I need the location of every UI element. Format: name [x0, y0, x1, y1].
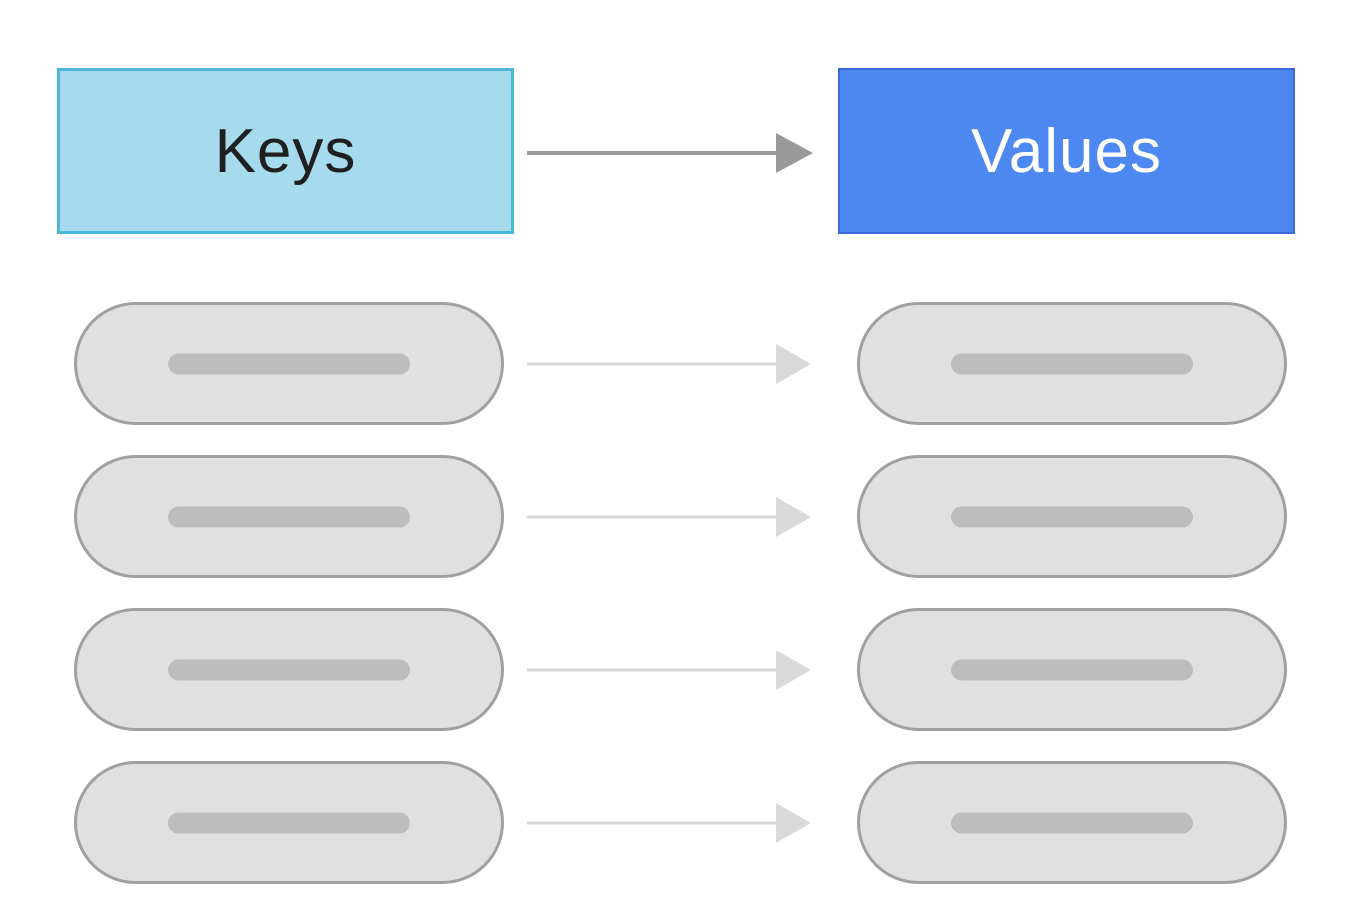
key-placeholder-bar: [168, 659, 410, 680]
value-pill: [857, 761, 1287, 884]
key-placeholder-bar: [168, 353, 410, 374]
keys-label: Keys: [214, 116, 357, 186]
values-box: Values: [838, 68, 1295, 234]
key-pill: [74, 761, 504, 884]
value-pill: [857, 608, 1287, 731]
key-to-value-arrow-icon: [527, 803, 811, 843]
value-placeholder-bar: [951, 812, 1193, 833]
key-pill: [74, 455, 504, 578]
mapping-row: [0, 761, 1345, 884]
keys-box: Keys: [57, 68, 514, 234]
value-placeholder-bar: [951, 659, 1193, 680]
mapping-row: [0, 302, 1345, 425]
key-to-value-arrow-icon: [527, 344, 811, 384]
key-pill: [74, 302, 504, 425]
key-to-value-arrow-icon: [527, 497, 811, 537]
key-pill: [74, 608, 504, 731]
value-pill: [857, 455, 1287, 578]
value-placeholder-bar: [951, 506, 1193, 527]
mapping-row: [0, 608, 1345, 731]
key-placeholder-bar: [168, 506, 410, 527]
mapping-row: [0, 455, 1345, 578]
value-placeholder-bar: [951, 353, 1193, 374]
keys-to-values-arrow-icon: [527, 133, 813, 173]
value-pill: [857, 302, 1287, 425]
key-to-value-arrow-icon: [527, 650, 811, 690]
key-placeholder-bar: [168, 812, 410, 833]
values-label: Values: [971, 116, 1162, 186]
